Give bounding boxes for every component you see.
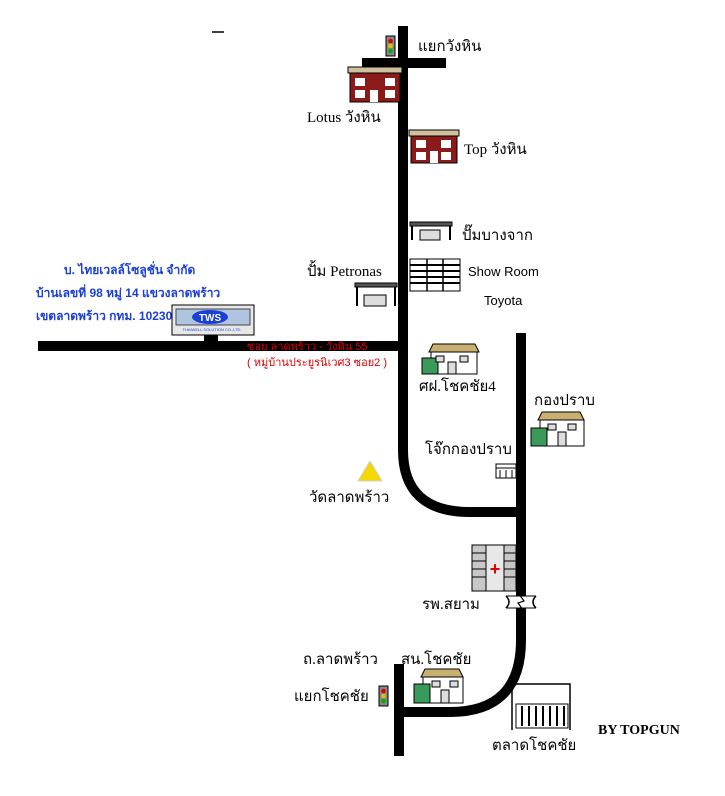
- showroom-building-icon: [409, 258, 461, 292]
- police-station-icon: [413, 668, 464, 704]
- traffic-light-chokchai-icon: [378, 685, 389, 707]
- road-right: [400, 333, 526, 717]
- jok-shop-icon: [495, 463, 517, 479]
- school-label: ศฝ.โชคชัย4: [419, 377, 496, 395]
- soi-name-label: ซอย ลาดพร้าว - วังหิน 55: [247, 341, 368, 353]
- company-logo-subtext: THAIWELL SOLUTION CO.,LTD.: [182, 327, 241, 332]
- jok-label: โจ๊กกองปราบ: [425, 440, 512, 458]
- road-ladprao-label: ถ.ลาดพร้าว: [303, 651, 378, 668]
- road-main: [398, 26, 521, 517]
- company-logo-text: TWS: [199, 313, 222, 324]
- junction-wanghin-label: แยกวังหิน: [418, 38, 481, 55]
- soi-village-label: ( หมู่บ้านประยูรนิเวศ3 ซอย2 ): [247, 357, 387, 369]
- police-label: สน.โชคชัย: [401, 650, 471, 668]
- school-building-icon: [421, 343, 480, 375]
- company-logo: TWS THAIWELL SOLUTION CO.,LTD.: [171, 304, 255, 341]
- lotus-label: Lotus วังหิน: [307, 109, 381, 126]
- kongprab-label: กองปราบ: [534, 393, 595, 409]
- company-address-2: เขตลาดพร้าว กทม. 10230: [36, 309, 173, 323]
- market-building-icon: [511, 683, 571, 730]
- bangchak-label: ปั๊มบางจาก: [462, 224, 533, 244]
- company-address-1: บ้านเลขที่ 98 หมู่ 14 แขวงลาดพร้าว: [36, 284, 220, 301]
- hospital-label: รพ.สยาม: [422, 597, 480, 613]
- credit-label: BY TOPGUN: [598, 723, 680, 738]
- company-name: บ. ไทยเวลล์โซลูชั่น จำกัด: [64, 261, 195, 278]
- gas-station-petronas-icon: [354, 282, 398, 307]
- top-building-icon: [408, 129, 460, 164]
- lotus-building-icon: [347, 66, 403, 103]
- kongprab-building-icon: [530, 411, 585, 447]
- showroom-brand-label: Toyota: [484, 293, 523, 308]
- roads: [38, 26, 537, 756]
- hospital-building-icon: +: [471, 544, 517, 592]
- top-label: Top วังหิน: [464, 141, 527, 158]
- temple-icon: [357, 460, 383, 482]
- market-label: ตลาดโชคชัย: [492, 736, 576, 754]
- junction-chokchai-label: แยกโชคชัย: [294, 687, 369, 705]
- showroom-label: Show Room: [468, 264, 539, 279]
- gas-station-bangchak-icon: [409, 221, 453, 241]
- hospital-cross-icon: +: [490, 559, 501, 579]
- petronas-label: ปั้ม Petronas: [307, 260, 382, 280]
- temple-label: วัดลาดพร้าว: [309, 489, 389, 506]
- traffic-light-icon: [385, 35, 396, 57]
